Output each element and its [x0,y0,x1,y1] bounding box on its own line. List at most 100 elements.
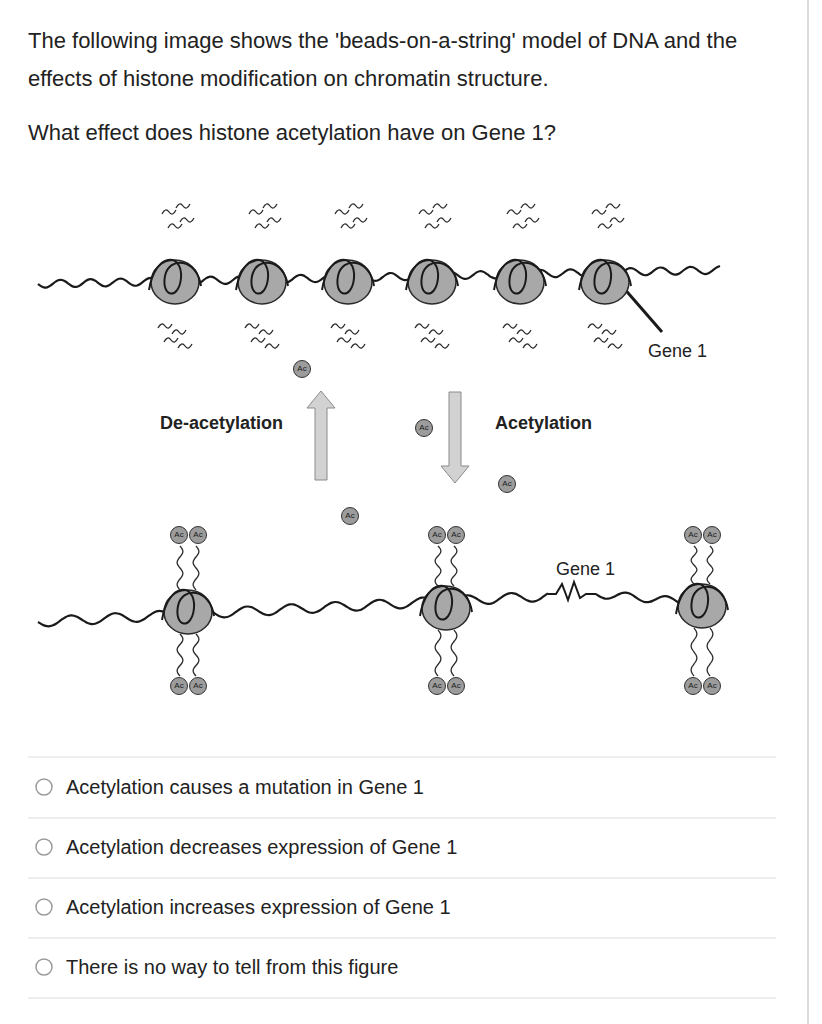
histone-tail [691,628,697,676]
acetyl-group: Ac [189,677,207,695]
nucleosome [494,204,546,348]
histone-tail [425,224,439,228]
histone-tail [435,630,441,676]
acetyl-label: Ac [174,682,183,690]
acetyl-group: Ac [447,526,465,544]
histone-tail [255,224,269,228]
deacetylation-arrow [307,391,335,480]
histone-tail [592,210,606,214]
separator-line [28,998,776,999]
histone-tail [435,546,441,586]
acetyl-label: Ac [432,531,441,539]
acetyl-label: Ac [688,682,697,690]
acetyl-label: Ac [419,424,428,432]
histone-tail [180,218,194,222]
histone-tail [351,344,365,348]
histone-tail [193,546,199,590]
question-prompt: What effect does histone acetylation hav… [28,118,798,148]
histone-tail [433,204,447,208]
histone-tail [517,330,531,334]
acetyl-label: Ac [451,531,460,539]
dna-wrap [420,586,472,620]
histone-tail [345,330,359,334]
acetyl-group: Ac [189,526,207,544]
answer-option: Acetylation causes a mutation in Gene 1 [66,775,766,799]
separator-line [28,878,776,879]
histone-tail [249,210,263,214]
gene-label: Gene 1 [556,558,615,580]
histone-tail [610,218,624,222]
nucleosome [420,546,472,676]
acetyl-group: Ac [447,677,465,695]
histone-tail [437,218,451,222]
acetyl-label: Ac [688,531,697,539]
separator-line [28,938,776,939]
acetyl-group: Ac [684,526,702,544]
separator-line [28,757,776,758]
histone-tail [353,218,367,222]
nucleosome [322,204,374,348]
histone-tail [168,224,182,228]
dna-wrap [322,260,374,294]
process-arrows [307,391,469,483]
histone-tail [259,330,273,334]
histone-tail [429,330,443,334]
dna-wrap [149,260,201,294]
histone-tail [507,210,521,214]
separator-line [28,818,776,819]
acetyl-label: Ac [451,682,460,690]
option-separators [28,757,776,998]
dna-wrap [494,260,546,294]
acetyl-label: Ac [345,512,354,520]
acetyl-group: Ac [170,526,188,544]
nucleosome [162,546,214,676]
histone-tail [707,546,713,584]
question-intro: The following image shows the 'beads-on-… [28,22,798,98]
histone-tail [451,630,457,676]
acetylation-arrow [441,392,469,483]
histone-tail [158,324,172,328]
acetyl-label: Ac [297,365,306,373]
nucleosome [406,204,458,348]
nucleosome [579,204,631,348]
radio-button [36,959,52,975]
histone-tail [421,338,435,342]
radio-button [36,899,52,915]
histone-tail [606,204,620,208]
radio-button [36,779,52,795]
answer-option: Acetylation increases expression of Gene… [66,895,766,919]
nucleosome [149,204,201,348]
histone-tail [267,218,281,222]
histone-tail [608,344,622,348]
gene-label: Gene 1 [648,340,707,362]
histone-tail [177,634,183,676]
acetyl-label: Ac [432,682,441,690]
acetyl-group: Ac [684,677,702,695]
answer-option: There is no way to tell from this figure [66,955,766,979]
histone-tail [415,324,429,328]
histone-tail [176,204,190,208]
acetyl-label: Ac [502,480,511,488]
histone-tail [164,338,178,342]
histone-tail [451,546,457,586]
gene-leader-line [622,286,662,332]
histone-tail [521,204,535,208]
histone-tail [707,628,713,676]
nucleosome [236,204,288,348]
dna-wrap [406,260,458,294]
histone-tail [177,546,183,590]
acetyl-group: Ac [703,677,721,695]
histone-tail [503,324,517,328]
histone-tail [337,338,351,342]
histone-tail [598,224,612,228]
histone-tail [193,634,199,676]
acetyl-label: Ac [707,531,716,539]
histone-tail [341,224,355,228]
acetyl-group: Ac [498,475,516,493]
histone-tail [263,204,277,208]
histone-tail [331,324,345,328]
acetyl-group: Ac [293,360,311,378]
histone-tail [178,344,192,348]
acetyl-group: Ac [428,526,446,544]
